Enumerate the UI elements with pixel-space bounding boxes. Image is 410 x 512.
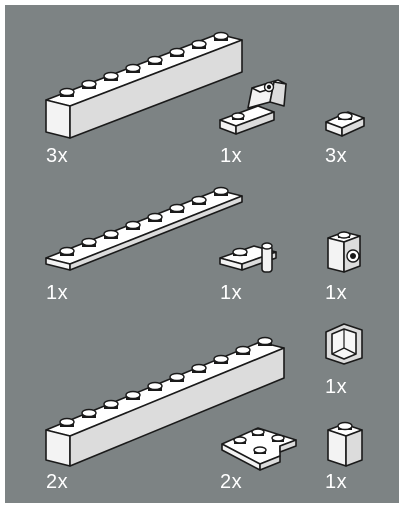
qty-corner-panel: 1x bbox=[325, 376, 347, 399]
qty-brick-1x10: 2x bbox=[46, 471, 68, 494]
bracket-image bbox=[218, 78, 298, 142]
qty-bracket: 1x bbox=[220, 145, 242, 168]
plate-clip-image bbox=[218, 236, 286, 276]
qty-plate-1x1: 3x bbox=[325, 145, 347, 168]
headlight-brick-image bbox=[324, 230, 364, 276]
qty-corner-plate: 2x bbox=[220, 471, 242, 494]
brick-1x1-image bbox=[324, 420, 366, 468]
corner-plate-image bbox=[218, 420, 302, 472]
qty-headlight-brick: 1x bbox=[325, 282, 347, 305]
corner-panel-image bbox=[322, 320, 366, 368]
qty-brick-1x1: 1x bbox=[325, 471, 347, 494]
qty-plate-clip: 1x bbox=[220, 282, 242, 305]
qty-brick-1x8: 3x bbox=[46, 145, 68, 168]
qty-plate-1x8: 1x bbox=[46, 282, 68, 305]
plate-1x1-image bbox=[324, 106, 368, 142]
